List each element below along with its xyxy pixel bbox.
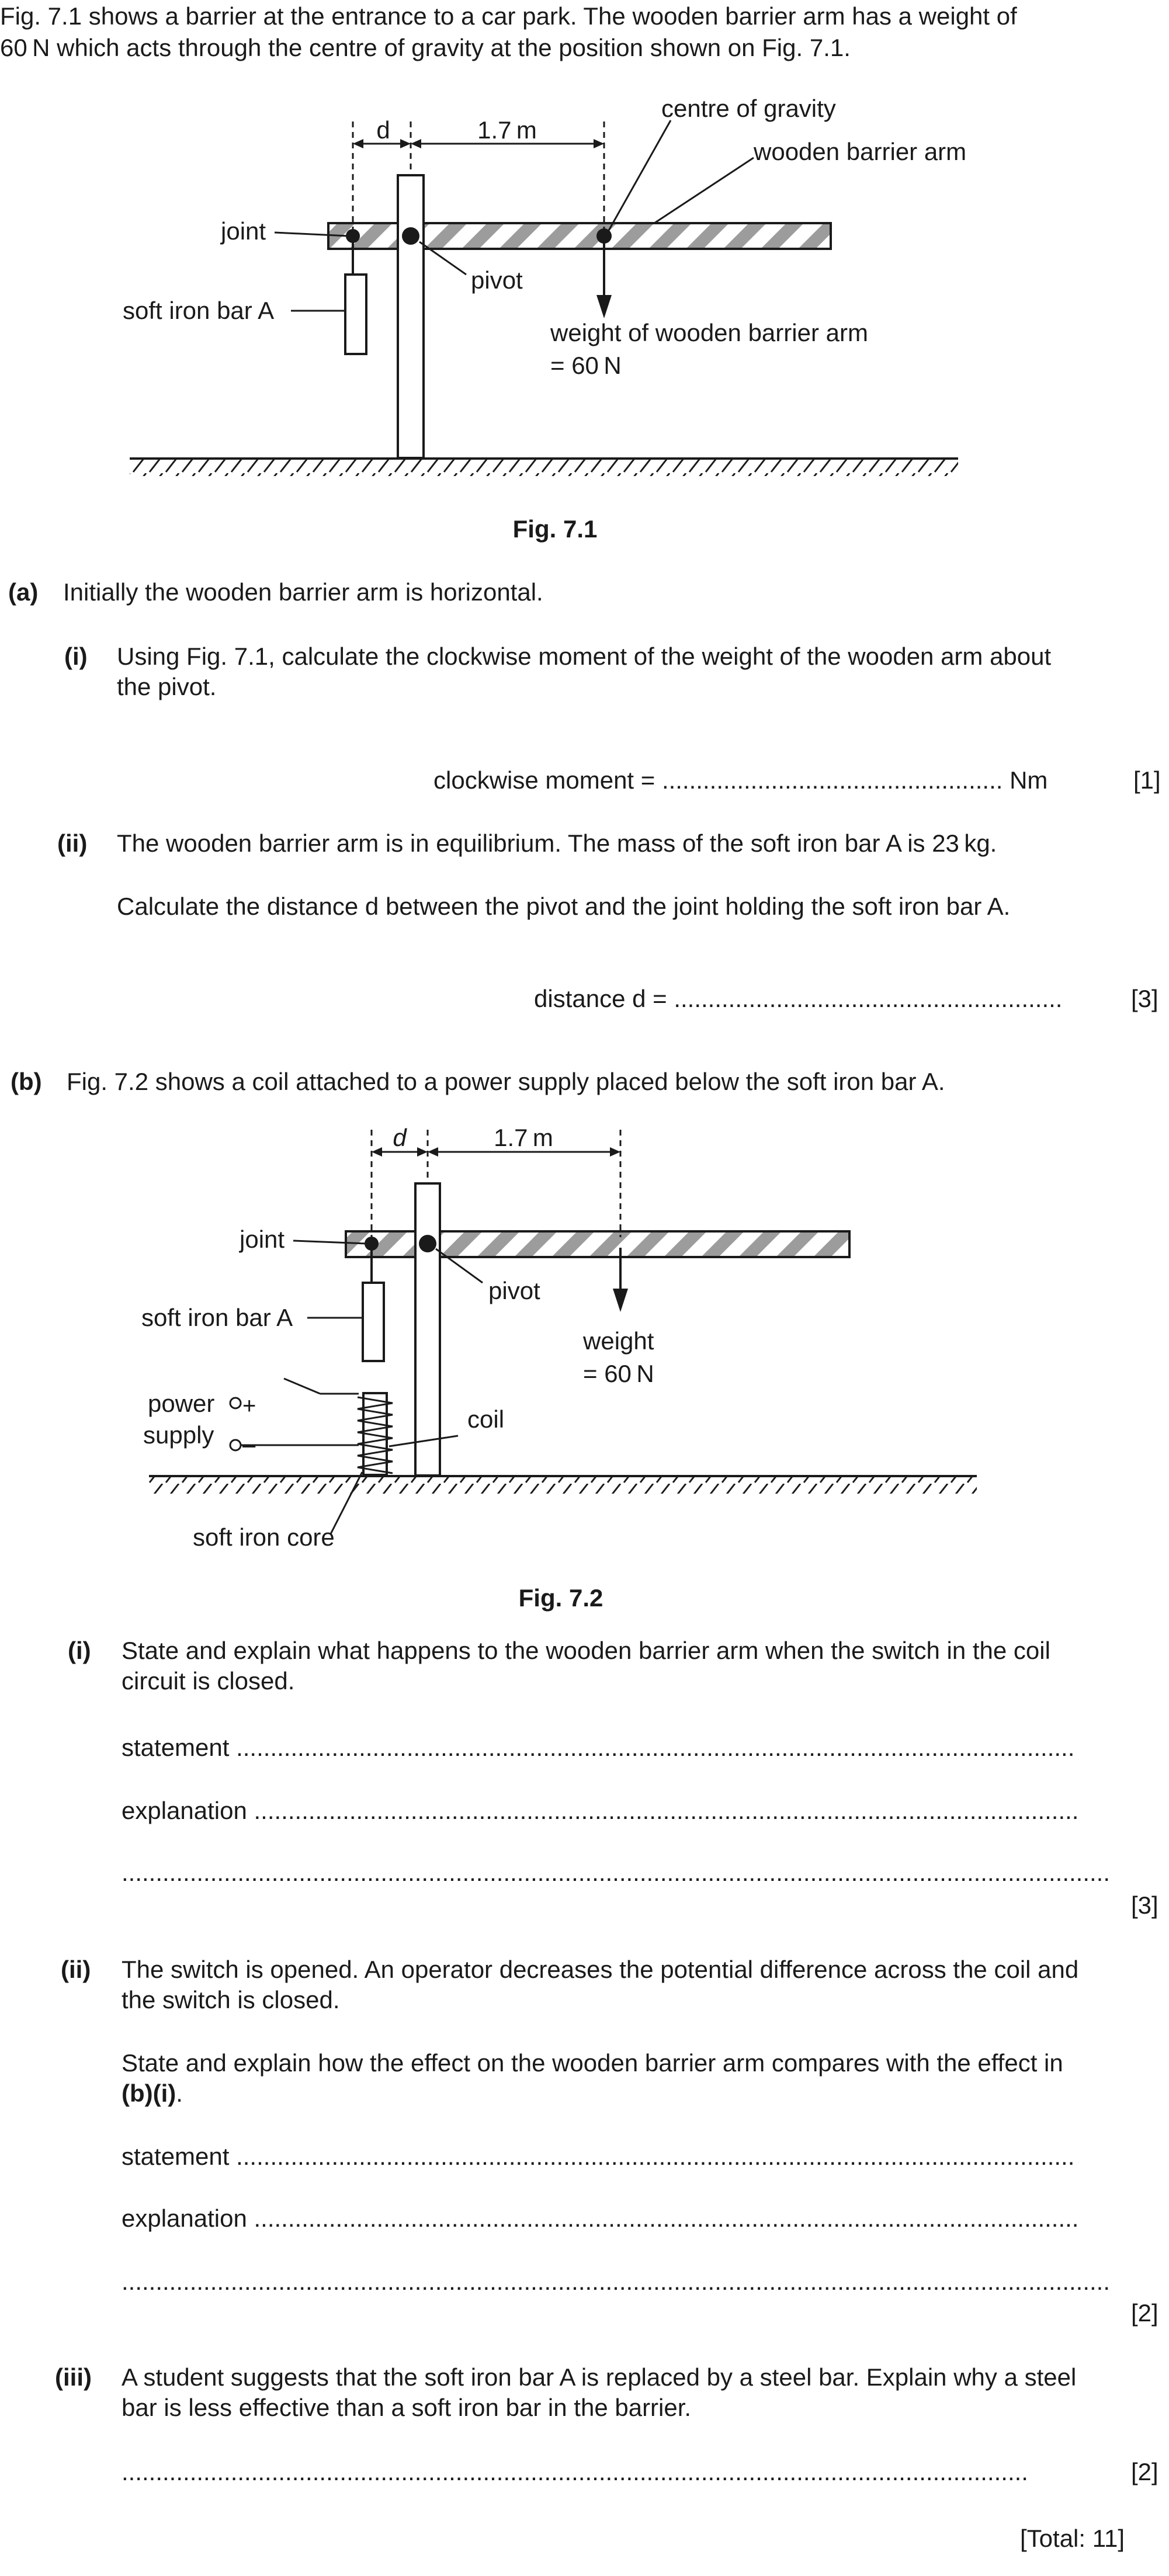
answer-b-ii-statement[interactable]: statement ..............................… bbox=[122, 2143, 1075, 2170]
label-supply: supply bbox=[143, 1421, 214, 1449]
answer-b-ii-explanation[interactable]: explanation ............................… bbox=[122, 2204, 1079, 2232]
part-b-ii-period: . bbox=[176, 2079, 183, 2107]
answer-b-i-extra-line[interactable]: ........................................… bbox=[122, 1859, 1110, 1886]
pivot-dot bbox=[402, 227, 419, 245]
label-soft-iron-bar: soft iron bar A bbox=[123, 297, 274, 324]
part-b-ii-label: (ii) bbox=[61, 1956, 91, 1983]
ground-fig1 bbox=[130, 457, 958, 476]
soft-iron-bar bbox=[344, 273, 367, 355]
weight-arrow-2 bbox=[613, 1248, 628, 1312]
part-b-ii-reference: (b)(i) bbox=[122, 2079, 176, 2107]
label-weight: weight of wooden barrier arm bbox=[550, 319, 868, 346]
label-power: power bbox=[148, 1390, 214, 1417]
part-b-iii-label: (iii) bbox=[55, 2363, 92, 2391]
answer-b-ii-extra-line[interactable]: ........................................… bbox=[122, 2268, 1110, 2295]
part-a-i-line-1: Using Fig. 7.1, calculate the clockwise … bbox=[117, 643, 1052, 670]
label-centre-of-gravity: centre of gravity bbox=[661, 95, 836, 122]
answer-clockwise-moment[interactable]: clockwise moment = .....................… bbox=[433, 766, 1048, 794]
ground-fig2 bbox=[149, 1475, 977, 1494]
power-supply-circuit bbox=[229, 1377, 359, 1452]
marks-a-ii: [3] bbox=[1131, 985, 1158, 1012]
part-a-ii-label: (ii) bbox=[57, 829, 88, 857]
answer-b-iii[interactable]: ........................................… bbox=[122, 2458, 1028, 2485]
label-1-7m: 1.7 m bbox=[477, 116, 537, 144]
marks-b-ii: [2] bbox=[1131, 2299, 1158, 2327]
part-b-ii-line-2: the switch is closed. bbox=[122, 1986, 340, 2013]
part-b-text: Fig. 7.2 shows a coil attached to a powe… bbox=[67, 1068, 945, 1095]
label-1-7m-2: 1.7 m bbox=[494, 1124, 553, 1151]
label-weight-value-2: = 60 N bbox=[583, 1360, 654, 1387]
label-d: d bbox=[376, 116, 390, 144]
pivot-dot-2 bbox=[419, 1235, 436, 1252]
answer-b-i-explanation[interactable]: explanation ............................… bbox=[122, 1797, 1079, 1824]
label-coil: coil bbox=[467, 1405, 504, 1433]
label-wooden-barrier-arm: wooden barrier arm bbox=[753, 138, 966, 165]
answer-distance-d[interactable]: distance d = ...........................… bbox=[534, 985, 1063, 1012]
marks-b-i: [3] bbox=[1131, 1891, 1158, 1919]
part-b-iii-line-1: A student suggests that the soft iron ba… bbox=[122, 2363, 1077, 2391]
part-a-label: (a) bbox=[8, 578, 39, 606]
part-b-ii-line-1: The switch is opened. An operator decrea… bbox=[122, 1956, 1079, 1983]
label-pivot: pivot bbox=[471, 266, 523, 294]
label-pivot-2: pivot bbox=[488, 1277, 540, 1304]
soft-iron-bar-2 bbox=[362, 1282, 385, 1362]
part-b-i-label: (i) bbox=[68, 1637, 91, 1664]
label-joint-2: joint bbox=[238, 1225, 285, 1253]
label-minus: – bbox=[242, 1432, 256, 1458]
weight-arrow bbox=[596, 239, 612, 318]
answer-b-i-statement[interactable]: statement ..............................… bbox=[122, 1734, 1075, 1761]
marks-b-iii: [2] bbox=[1131, 2458, 1158, 2485]
fig2-caption: Fig. 7.2 bbox=[519, 1584, 603, 1612]
part-a-ii-line-2: Calculate the distance d between the piv… bbox=[117, 893, 1011, 920]
coil bbox=[357, 1392, 393, 1476]
post-2 bbox=[414, 1182, 441, 1477]
label-joint: joint bbox=[220, 217, 266, 245]
label-plus: + bbox=[242, 1393, 256, 1419]
label-weight-value: = 60 N bbox=[550, 352, 622, 379]
part-b-iii-line-2: bar is less effective than a soft iron b… bbox=[122, 2394, 692, 2421]
part-b-ii-line-4: (b)(i). bbox=[122, 2078, 183, 2109]
total-marks: [Total: 11] bbox=[1020, 2525, 1125, 2552]
dimension-markers bbox=[352, 121, 605, 229]
fig1-caption: Fig. 7.1 bbox=[513, 515, 598, 543]
figure-7-2: d 1.7 m joint pivot soft iron bar A weig… bbox=[141, 1124, 977, 1612]
intro-line-2: 60 N which acts through the centre of gr… bbox=[0, 34, 851, 61]
part-a-text: Initially the wooden barrier arm is hori… bbox=[63, 578, 543, 606]
part-b-i-line-1: State and explain what happens to the wo… bbox=[122, 1637, 1050, 1664]
label-weight-2: weight bbox=[582, 1327, 654, 1355]
leader-lines bbox=[274, 120, 754, 312]
part-b-label: (b) bbox=[11, 1068, 42, 1095]
dimension-markers-2 bbox=[370, 1130, 622, 1237]
part-b-i-line-2: circuit is closed. bbox=[122, 1667, 295, 1695]
label-soft-iron-bar-2: soft iron bar A bbox=[141, 1304, 293, 1331]
label-d-2: d bbox=[393, 1124, 407, 1151]
part-a-ii-line-1: The wooden barrier arm is in equilibrium… bbox=[117, 829, 997, 857]
part-a-i-label: (i) bbox=[64, 643, 88, 670]
label-soft-iron-core: soft iron core bbox=[193, 1523, 335, 1551]
marks-a-i: [1] bbox=[1133, 766, 1161, 794]
part-b-ii-line-3: State and explain how the effect on the … bbox=[122, 2049, 1063, 2077]
part-a-i-line-2: the pivot. bbox=[117, 673, 217, 700]
figure-7-1: d 1.7 m centre of gravity wooden barrier… bbox=[123, 95, 966, 543]
post bbox=[397, 174, 425, 459]
intro-line-1: Fig. 7.1 shows a barrier at the entrance… bbox=[0, 2, 1017, 30]
